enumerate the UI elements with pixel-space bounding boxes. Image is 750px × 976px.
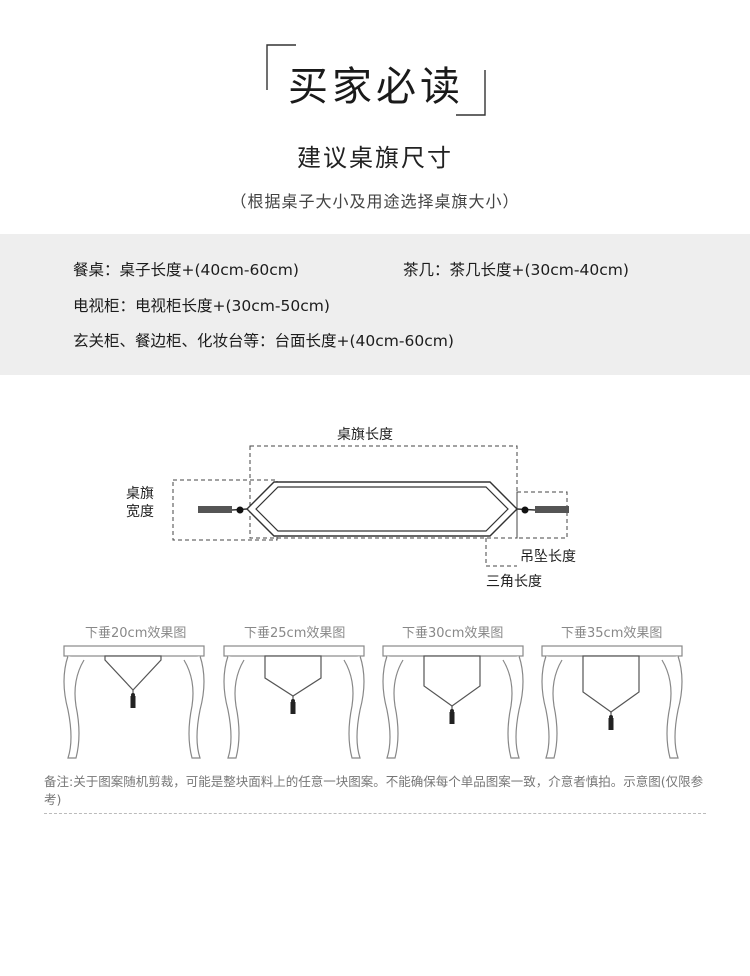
runner-length-label: 桌旗长度 bbox=[337, 427, 393, 443]
disclaimer-note: 备注:关于图案随机剪裁，可能是整块面料上的任意一块图案。不能确保每个单品图案一致… bbox=[44, 774, 704, 807]
runner-width-label-line1: 桌旗 bbox=[126, 486, 154, 502]
divider bbox=[44, 813, 706, 814]
table-effect-25 bbox=[223, 645, 365, 759]
section-subtitle: 建议桌旗尺寸 bbox=[297, 144, 453, 172]
table-effect-20 bbox=[63, 645, 205, 759]
spec-tv-cabinet: 电视柜：电视柜长度+(30cm-50cm) bbox=[73, 297, 330, 315]
triangle-length-label: 三角长度 bbox=[486, 574, 542, 590]
spec-other-furniture: 玄关柜、餐边柜、化妆台等：台面长度+(40cm-60cm) bbox=[73, 332, 454, 350]
pendant-length-label: 吊坠长度 bbox=[520, 549, 576, 565]
table-effect-30 bbox=[382, 645, 524, 759]
spec-tea-table: 茶几：茶几长度+(30cm-40cm) bbox=[403, 261, 629, 279]
section-note: （根据桌子大小及用途选择桌旗大小） bbox=[230, 192, 520, 211]
spec-dining-table: 餐桌：桌子长度+(40cm-60cm) bbox=[73, 261, 299, 279]
effect-caption-30: 下垂30cm效果图 bbox=[402, 626, 504, 641]
runner-width-label-line2: 宽度 bbox=[126, 504, 154, 520]
table-effect-35 bbox=[541, 645, 683, 759]
runner-dimension-diagram: 桌旗长度 桌旗 宽度 吊坠长度 三角长度 bbox=[0, 380, 750, 604]
runner-drawing bbox=[172, 445, 569, 567]
effect-caption-35: 下垂35cm效果图 bbox=[561, 626, 663, 641]
size-recommendation-panel: 餐桌：桌子长度+(40cm-60cm) 茶几：茶几长度+(30cm-40cm) … bbox=[0, 234, 750, 375]
title-frame: 买家必读 bbox=[266, 44, 486, 116]
effect-caption-20: 下垂20cm效果图 bbox=[85, 626, 187, 641]
effect-caption-25: 下垂25cm效果图 bbox=[244, 626, 346, 641]
page-title: 买家必读 bbox=[288, 64, 464, 110]
title-frame-lines bbox=[266, 44, 486, 116]
